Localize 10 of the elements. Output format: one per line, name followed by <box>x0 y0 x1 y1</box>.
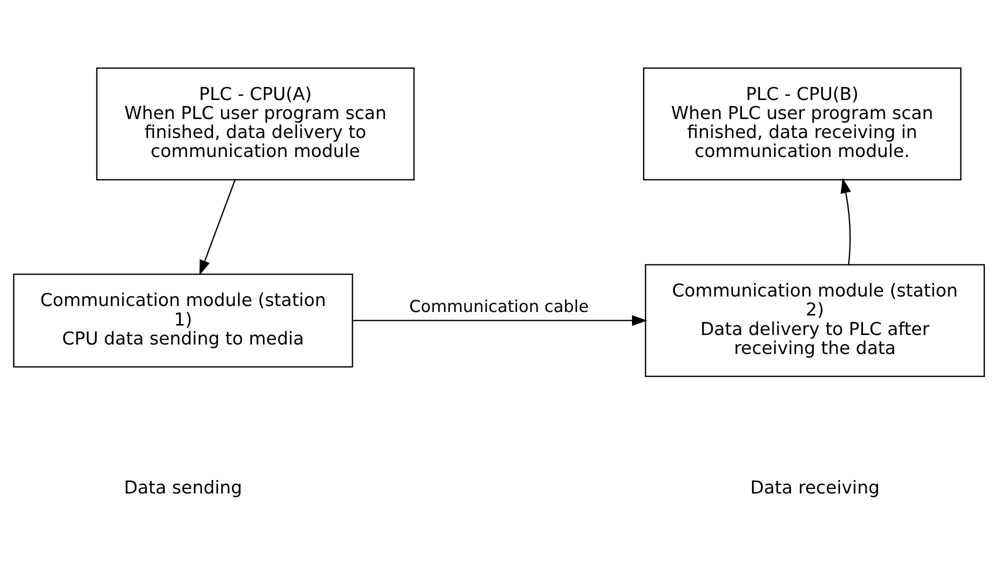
node-box: PLC - CPU(B) When PLC user program scan finished, data receiving in communication module. <box>643 67 962 180</box>
node-box: PLC - CPU(A) When PLC user program scan finished, data delivery to communication module <box>96 67 415 180</box>
arrow <box>199 180 236 276</box>
node-box: Communication module (station 1) CPU data sending to media <box>13 274 354 368</box>
arrow <box>352 315 648 326</box>
label: Data receiving <box>750 478 880 498</box>
edge-label: Communication cable <box>409 297 589 316</box>
arrow <box>840 178 852 264</box>
node-box: Communication module (station 2) Data delivery to PLC after receiving the data <box>644 264 985 377</box>
label: Data sending <box>124 478 242 498</box>
